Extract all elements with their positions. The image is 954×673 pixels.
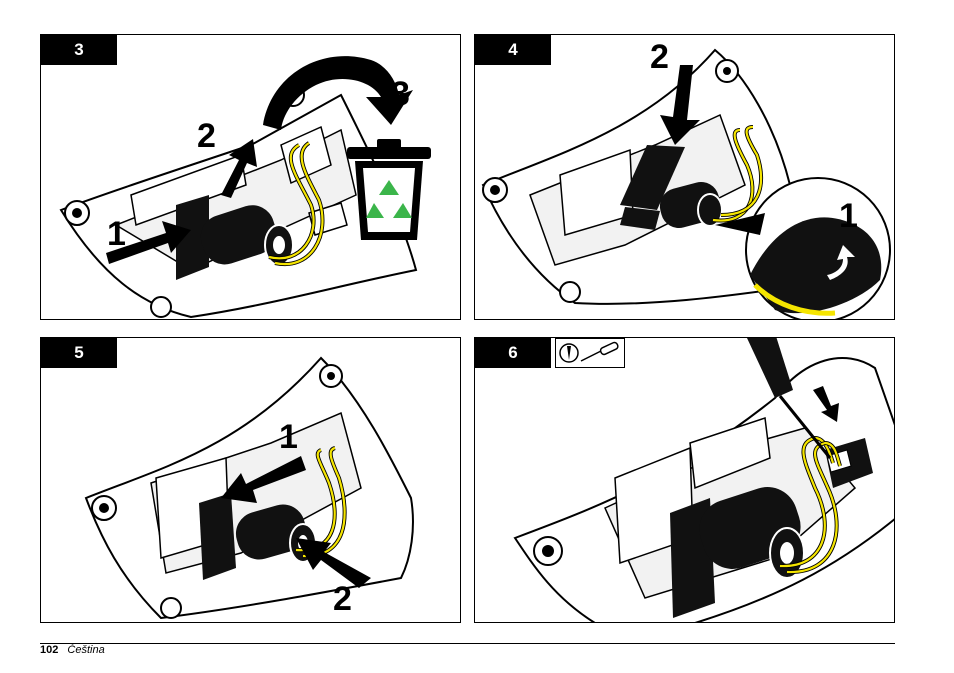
page-number: 102 [40,644,58,656]
illustration-unplug-sensor: 2 1 [475,35,895,320]
callout-label: 1 [839,197,858,235]
illustration-tighten-terminal [475,338,895,623]
illustration-remove-sensor: 1 2 3 [41,35,461,320]
panel-step-4: 4 2 1 [474,34,895,320]
illustration-insert-sensor: 1 2 [41,338,461,623]
step-number-label: 6 [475,338,551,368]
callout-label: 2 [650,38,669,76]
page-footer: 102 Čeština [40,644,105,656]
panel-step-3: 3 [40,34,461,320]
step-number-label: 4 [475,35,551,65]
tool-required-box [555,338,625,368]
callout-label: 2 [197,117,216,155]
panel-step-5: 5 1 2 [40,337,461,623]
callout-label: 3 [391,75,410,113]
footer-rule [40,643,895,644]
screwdriver-icon [556,339,626,369]
footer-language: Čeština [67,644,104,656]
panel-step-6: 6 [474,337,895,623]
callout-label: 2 [333,580,352,618]
callout-label: 1 [107,215,126,253]
step-number-label: 5 [41,338,117,368]
step-number-label: 3 [41,35,117,65]
callout-label: 1 [279,418,298,456]
